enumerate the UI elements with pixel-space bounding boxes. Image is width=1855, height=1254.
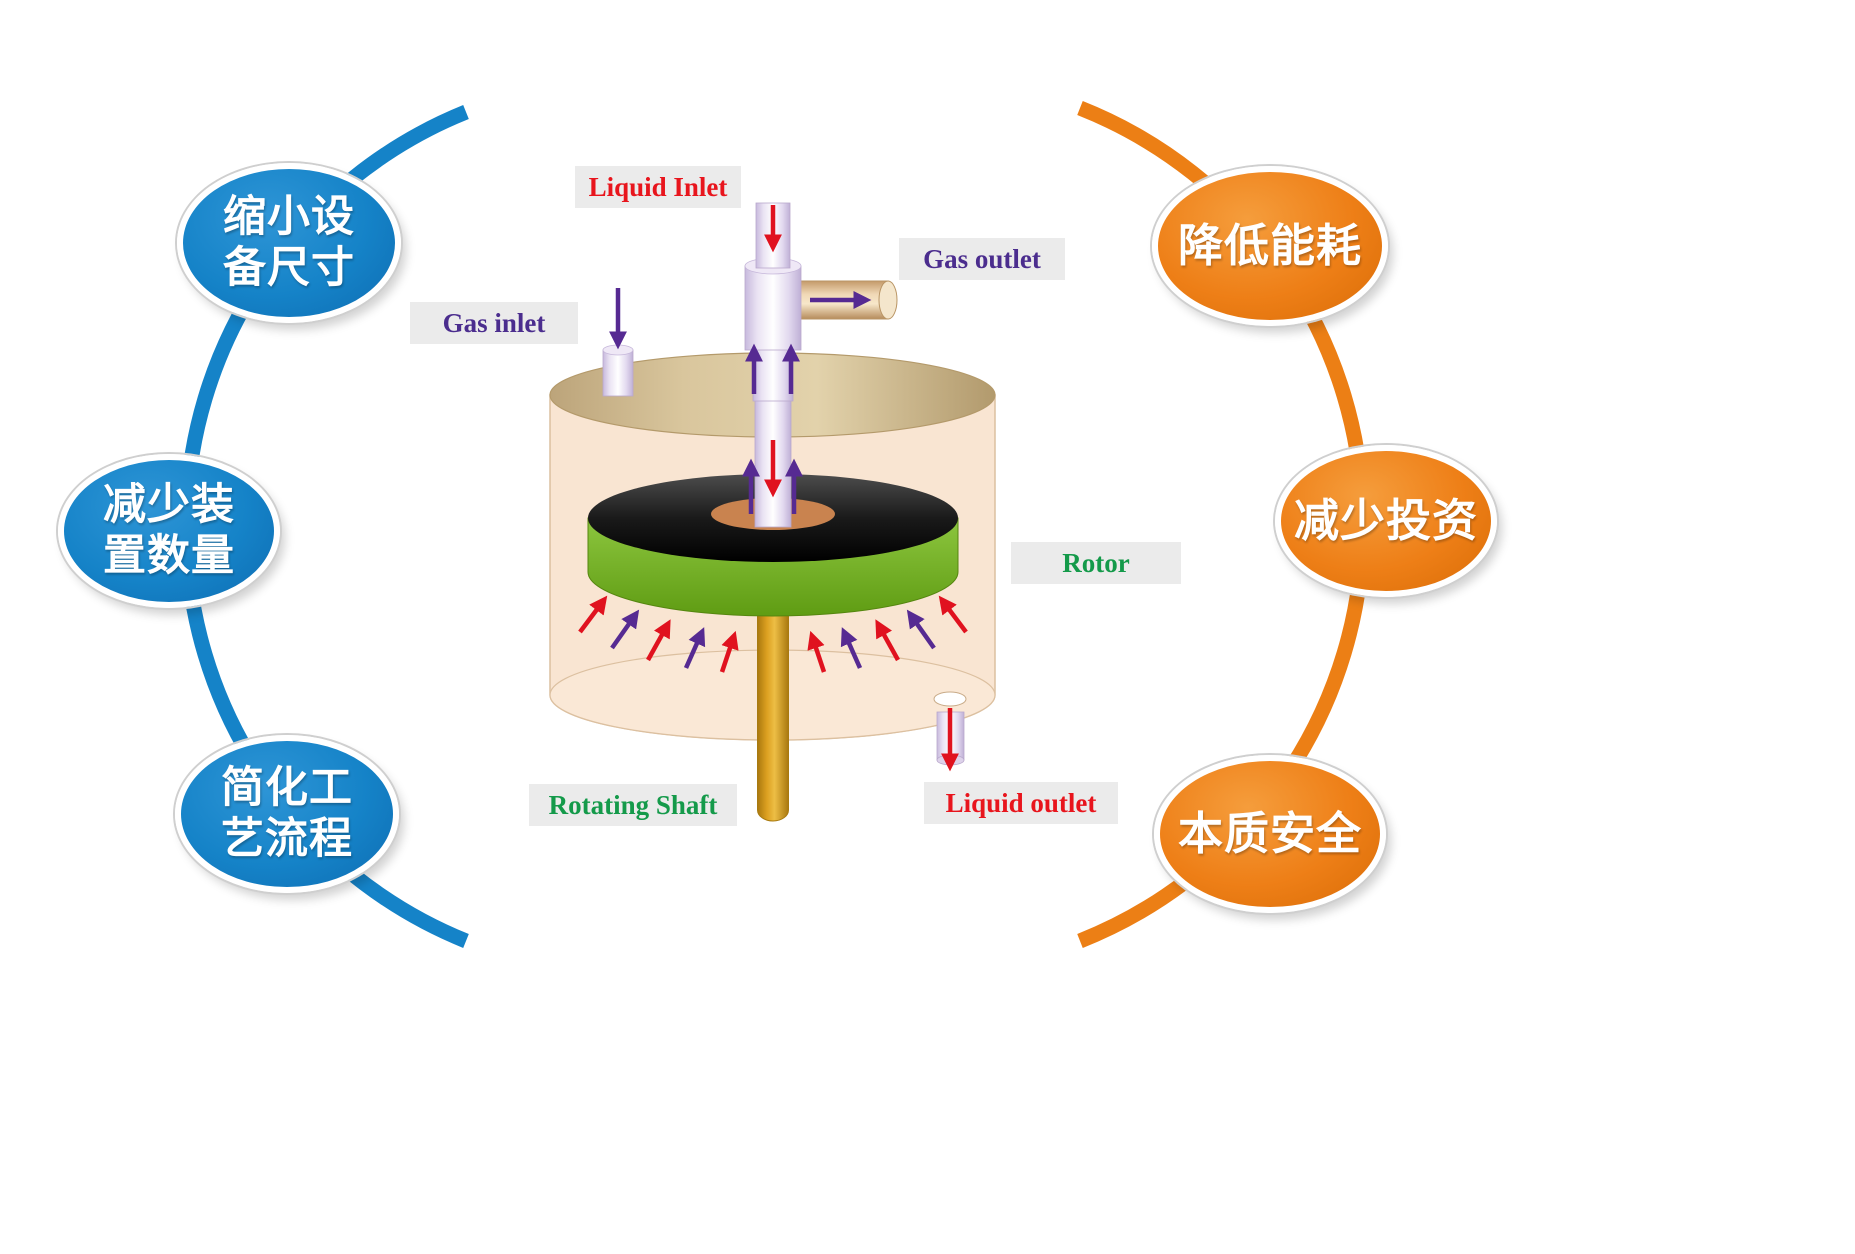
label-liquid-inlet: Liquid Inlet [575,166,741,208]
bubble-text-line: 减少装 [103,481,235,530]
bubble-lower-energy-use: 降低能耗 [1152,166,1388,326]
rim-arrow [578,595,608,634]
bubble-intrinsic-safety: 本质安全 [1154,755,1386,913]
bubble-text-line: 缩小设 [223,193,355,242]
gas-inlet-pipe [602,344,634,397]
rotor [587,474,959,617]
bubble-text-line: 简化工 [221,764,353,813]
pipe-coupling [744,257,802,351]
rim-arrow [875,619,900,662]
bubble-text-line: 减少投资 [1293,495,1478,547]
label-rotor: Rotor [1011,542,1181,584]
rim-arrow [683,627,706,669]
label-gas-inlet: Gas inlet [410,302,578,344]
flow-arrows [578,205,968,772]
label-liquid-outlet: Liquid outlet [924,782,1118,824]
bubble-text-line: 备尺寸 [223,244,355,292]
bubble-simplify-process: 简化工 艺流程 [175,735,399,893]
bubble-text-line: 置数量 [103,532,235,580]
bubble-reduce-device-count: 减少装 置数量 [58,454,280,608]
rim-arrow [906,609,936,650]
bubble-reduce-equipment-size: 缩小设 备尺寸 [177,163,401,323]
bubble-reduce-investment: 减少投资 [1275,445,1497,597]
bubble-text-line: 艺流程 [221,815,353,863]
rim-arrow [938,595,968,634]
rim-arrow [840,627,863,669]
floor-hole [933,691,967,707]
label-gas-outlet: Gas outlet [899,238,1065,280]
rim-arrow [719,630,739,673]
bubble-text-line: 本质安全 [1177,808,1362,860]
rim-arrow [646,619,671,662]
rim-arrow [610,609,640,650]
rotating-shaft [757,551,789,822]
bubble-text-line: 降低能耗 [1177,220,1362,272]
label-rotating-shaft: Rotating Shaft [529,784,737,826]
outer-pipe [752,344,794,402]
rim-arrow [807,630,827,673]
